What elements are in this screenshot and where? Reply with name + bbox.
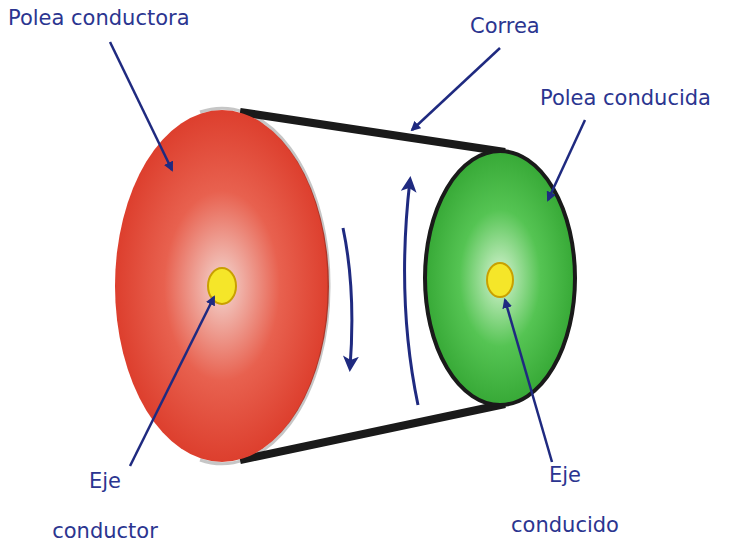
belt <box>200 108 329 464</box>
part-label: Eje conducido <box>500 450 630 550</box>
driven-shaft <box>487 263 513 297</box>
leader-line <box>548 120 585 200</box>
leader-line <box>110 42 172 170</box>
leader-line <box>412 48 500 130</box>
driving-pulley <box>115 110 329 462</box>
part-label: Polea conductora <box>8 6 190 30</box>
rotation-arrow <box>405 180 418 405</box>
part-label: Eje conductor <box>40 456 170 556</box>
leader-line <box>505 300 552 462</box>
rotation-arrow <box>343 228 352 368</box>
part-label: Polea conducida <box>540 86 711 110</box>
leader-line <box>130 297 214 466</box>
part-label: Correa <box>470 14 540 38</box>
